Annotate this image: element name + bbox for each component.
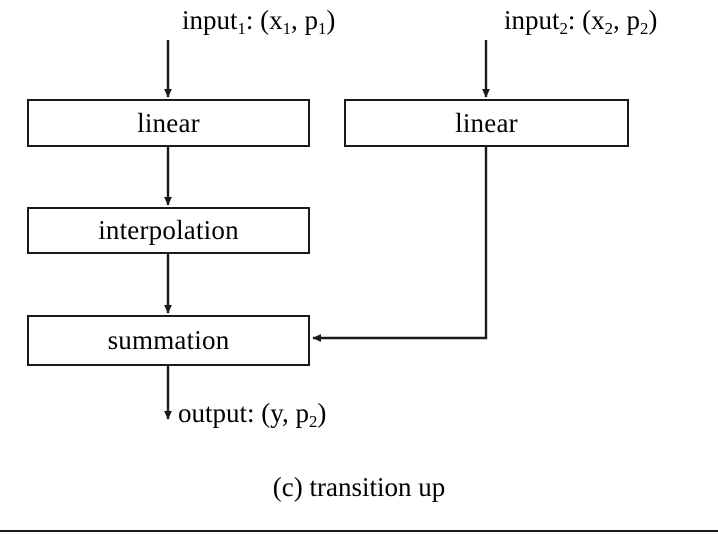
input-1-label: input1: (x1, p1) [182, 5, 336, 37]
output-subscript: 2 [309, 411, 318, 431]
node-interpolation[interactable]: interpolation [27, 207, 310, 254]
input-2-args-close: ) [648, 5, 658, 35]
input-2-prefix: input [504, 5, 560, 35]
edge-linear-right-to-summation [312, 147, 488, 342]
bottom-divider [0, 530, 718, 532]
input-2-args-open: : (x [567, 5, 605, 35]
node-linear-left[interactable]: linear [27, 99, 310, 147]
node-linear-right[interactable]: linear [344, 99, 629, 147]
output-label: output: (y, p2) [178, 398, 327, 430]
output-prefix: output: (y, p [178, 398, 309, 428]
node-summation[interactable]: summation [27, 315, 310, 366]
input-1-prefix: input [182, 5, 238, 35]
node-linear-left-label: linear [137, 107, 200, 138]
input-1-arg1-subscript: 1 [282, 18, 292, 38]
input-2-arg2-subscript: 2 [640, 18, 649, 38]
node-linear-right-label: linear [455, 107, 518, 138]
node-interpolation-label: interpolation [98, 215, 239, 245]
input-1-args-close: ) [326, 5, 336, 35]
output-suffix: ) [317, 398, 327, 428]
input-2-label: input2: (x2, p2) [504, 5, 658, 37]
input-2-subscript: 2 [559, 18, 568, 38]
input-1-arg2-subscript: 1 [318, 18, 327, 38]
input-2-arg1-subscript: 2 [604, 18, 614, 38]
input-1-arg-mid: , p [291, 5, 319, 35]
figure-caption: (c) transition up [272, 472, 446, 502]
input-2-arg-mid: , p [613, 5, 641, 35]
input-1-args-open: : (x [245, 5, 283, 35]
input-1-subscript: 1 [237, 18, 246, 38]
node-summation-label: summation [107, 325, 230, 355]
